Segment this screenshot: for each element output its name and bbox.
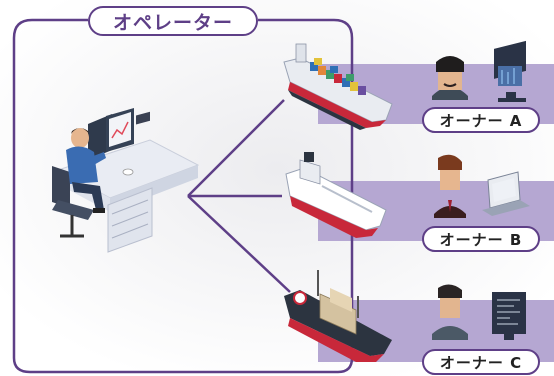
owner-person-icon — [432, 284, 468, 340]
laptop-icon — [482, 171, 530, 216]
operator-title: オペレーター — [88, 6, 258, 36]
owner-c-figure — [432, 284, 526, 340]
operator-frame — [12, 18, 354, 374]
connector-lines — [187, 99, 291, 293]
container-ship-icon — [283, 43, 393, 130]
operator-desk-icon — [52, 108, 200, 253]
owner-a-figure — [432, 40, 526, 102]
monitor-icon — [492, 292, 526, 340]
owner-b-label: オーナー B — [422, 226, 540, 252]
tanker-ship-icon — [285, 152, 387, 238]
owner-person-icon — [434, 154, 466, 218]
owner-person-icon — [432, 56, 468, 100]
monitor-icon — [494, 40, 526, 102]
owner-c-label: オーナー C — [422, 349, 540, 375]
cargo-ship-icon — [284, 270, 392, 362]
owner-a-label: オーナー A — [422, 107, 540, 133]
owner-b-figure — [434, 154, 530, 218]
